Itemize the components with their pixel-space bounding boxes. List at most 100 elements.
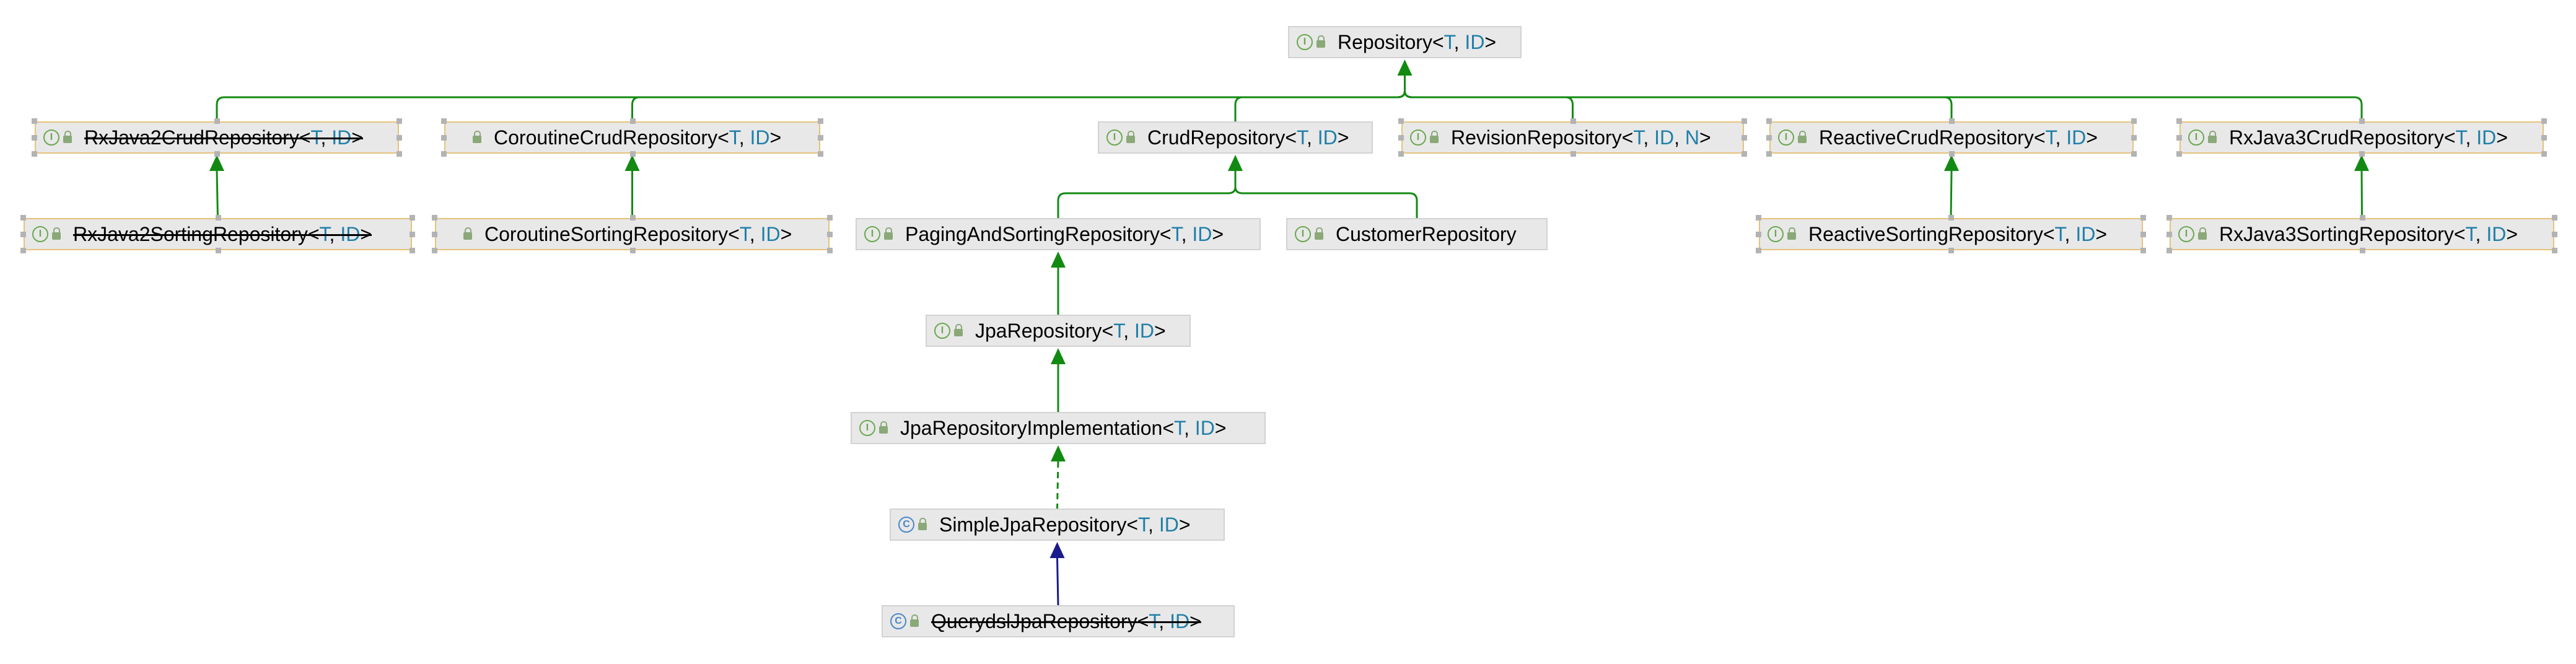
selection-handle[interactable] [2552, 248, 2557, 253]
selection-handle[interactable] [214, 118, 220, 124]
selection-handle[interactable] [629, 215, 636, 221]
selection-handle[interactable] [2552, 215, 2557, 221]
selection-handle[interactable] [410, 232, 415, 237]
selection-handle[interactable] [818, 135, 823, 141]
type-parameter: ID [1194, 416, 1215, 439]
selection-handle[interactable] [1741, 118, 1747, 124]
selection-handle[interactable] [2541, 135, 2547, 141]
selection-handle[interactable] [441, 151, 447, 157]
selection-handle[interactable] [32, 135, 37, 141]
selection-handle[interactable] [629, 151, 636, 157]
selection-handle[interactable] [214, 151, 220, 157]
node-label: RxJava2SortingRepository<T, ID> [73, 222, 372, 245]
selection-handle[interactable] [1766, 118, 1772, 124]
selection-handle[interactable] [410, 215, 415, 221]
selection-handle[interactable] [2359, 215, 2365, 221]
edge-querydsljpa-simplejpa [1056, 557, 1059, 606]
selection-handle[interactable] [1741, 135, 1747, 141]
selection-handle[interactable] [1948, 215, 1954, 221]
selection-handle[interactable] [2166, 248, 2172, 253]
selection-handle[interactable] [432, 248, 437, 253]
selection-handle[interactable] [2176, 151, 2182, 157]
selection-handle[interactable] [818, 151, 823, 157]
selection-handle[interactable] [396, 151, 402, 157]
selection-handle[interactable] [1949, 151, 1955, 157]
edge-customer-crud [1234, 186, 1418, 218]
selection-handle[interactable] [432, 215, 437, 221]
selection-handle[interactable] [629, 248, 636, 253]
selection-handle[interactable] [1570, 151, 1576, 157]
selection-handle[interactable] [32, 151, 37, 157]
selection-handle[interactable] [2131, 135, 2137, 141]
selection-handle[interactable] [2176, 135, 2182, 141]
selection-handle[interactable] [410, 248, 415, 253]
type-parameter: T [1171, 222, 1181, 245]
selection-handle[interactable] [2166, 232, 2172, 237]
type-parameter: T [2465, 222, 2476, 245]
selection-handle[interactable] [215, 248, 221, 253]
selection-handle[interactable] [2140, 215, 2146, 221]
selection-handle[interactable] [215, 215, 221, 221]
node-label: JpaRepositoryImplementation<T, ID> [900, 416, 1227, 439]
selection-handle[interactable] [1756, 248, 1761, 253]
selection-handle[interactable] [2541, 118, 2547, 124]
node-coroutinecrud[interactable]: CoroutineCrudRepository<T, ID> [444, 121, 820, 154]
selection-handle[interactable] [1756, 215, 1761, 221]
selection-handle[interactable] [20, 248, 26, 253]
selection-handle[interactable] [20, 232, 26, 237]
selection-handle[interactable] [818, 118, 823, 124]
selection-handle[interactable] [2131, 118, 2137, 124]
selection-handle[interactable] [1766, 135, 1772, 141]
selection-handle[interactable] [2541, 151, 2547, 157]
selection-handle[interactable] [2359, 151, 2365, 157]
selection-handle[interactable] [32, 118, 37, 124]
selection-handle[interactable] [2131, 151, 2137, 157]
selection-handle[interactable] [1398, 118, 1404, 124]
selection-handle[interactable] [2140, 248, 2146, 253]
selection-handle[interactable] [827, 232, 833, 237]
selection-handle[interactable] [1948, 248, 1954, 253]
selection-handle[interactable] [441, 118, 447, 124]
node-coroutinesorting[interactable]: CoroutineSortingRepository<T, ID> [435, 218, 830, 250]
selection-handle[interactable] [2359, 248, 2365, 253]
selection-handle[interactable] [1741, 151, 1747, 157]
selection-handle[interactable] [827, 248, 833, 253]
selection-handle[interactable] [1398, 151, 1404, 157]
class-name: PagingAndSortingRepository [905, 222, 1160, 245]
selection-handle[interactable] [1570, 118, 1576, 124]
type-parameter: ID [2075, 222, 2096, 245]
selection-handle[interactable] [1398, 135, 1404, 141]
selection-handle[interactable] [1756, 232, 1761, 237]
selection-handle[interactable] [2552, 232, 2557, 237]
selection-handle[interactable] [441, 135, 447, 141]
selection-handle[interactable] [2166, 215, 2172, 221]
lock-icon [463, 227, 472, 240]
selection-handle[interactable] [1766, 151, 1772, 157]
selection-handle[interactable] [2176, 118, 2182, 124]
selection-handle[interactable] [432, 232, 437, 237]
selection-handle[interactable] [1949, 118, 1955, 124]
selection-handle[interactable] [2359, 118, 2365, 124]
selection-handle[interactable] [396, 118, 402, 124]
selection-handle[interactable] [396, 135, 402, 141]
selection-handle[interactable] [20, 215, 26, 221]
selection-handle[interactable] [2140, 232, 2146, 237]
lock-icon [879, 421, 888, 434]
selection-handle[interactable] [827, 215, 833, 221]
selection-handle[interactable] [629, 118, 636, 124]
